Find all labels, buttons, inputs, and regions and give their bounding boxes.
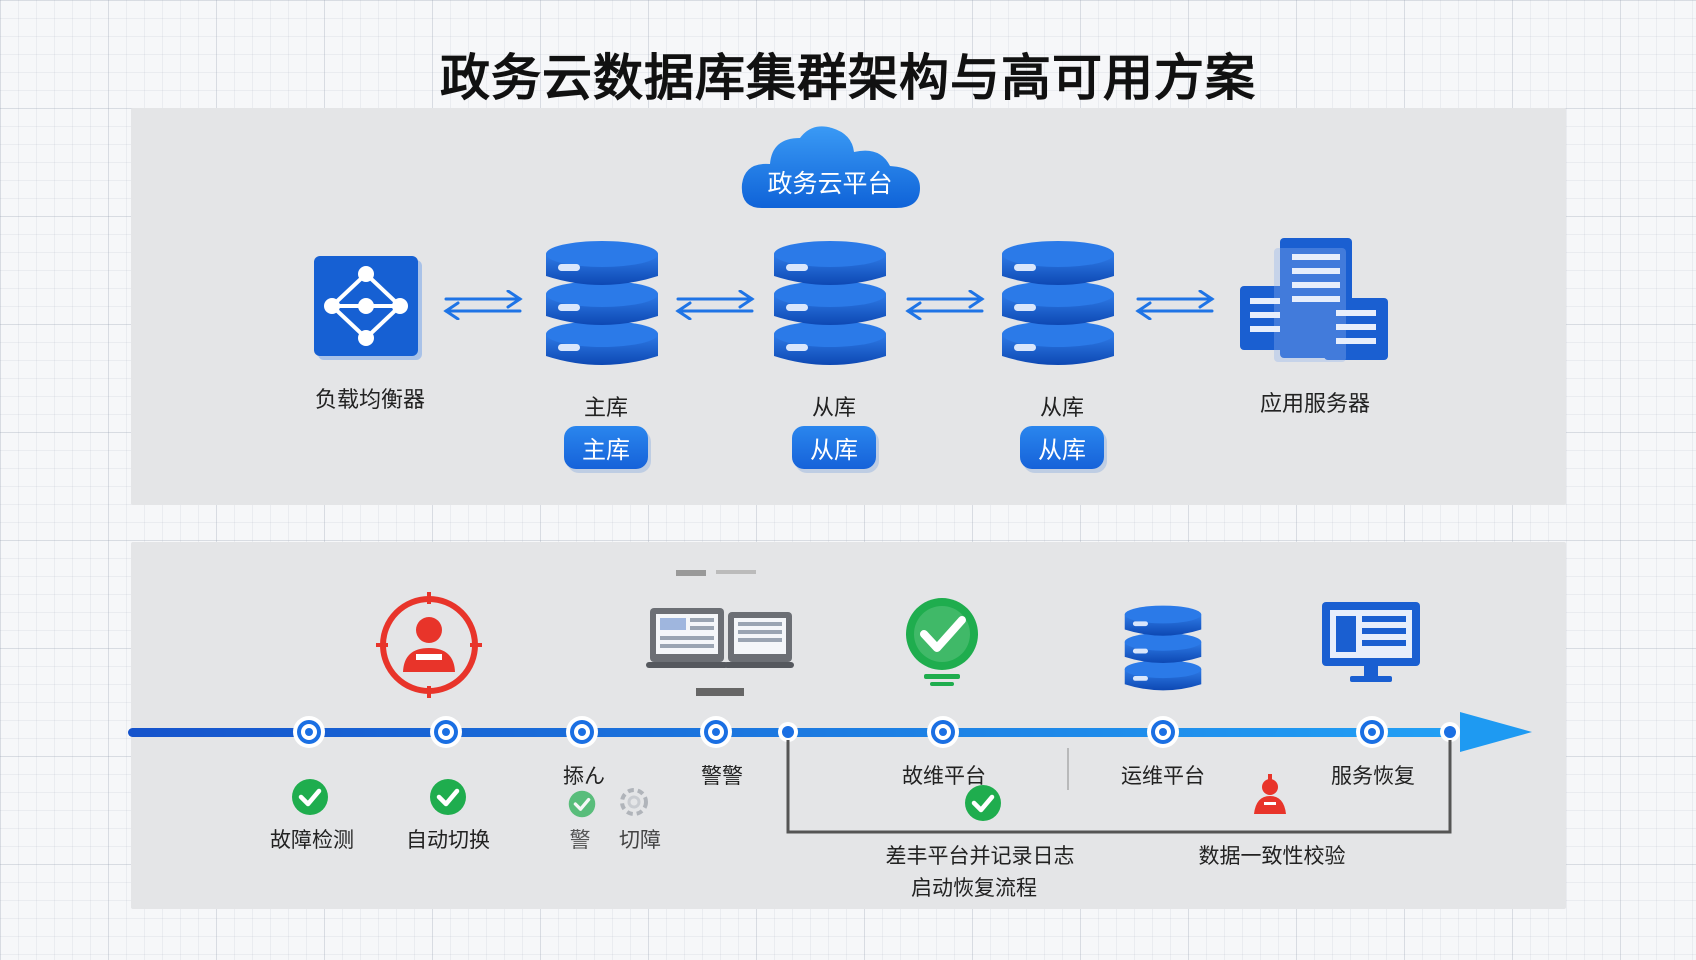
- server-icon: [1240, 238, 1388, 362]
- alert-icon: [1254, 774, 1286, 814]
- monitor-panels-icon: [646, 570, 794, 696]
- node-label-load-balancer: 负载均衡器: [314, 388, 426, 413]
- check-icon: [429, 778, 467, 816]
- bracket-note-2: 启动恢复流程: [911, 876, 1037, 900]
- step-label-6: 运维平台: [1121, 764, 1205, 788]
- timeline-node: [430, 716, 462, 748]
- page-title: 政务云数据库集群架构与高可用方案: [440, 49, 1256, 107]
- timeline-node: [566, 716, 598, 748]
- bidirectional-arrow-icon: [676, 290, 754, 320]
- check-icon: [291, 778, 329, 816]
- step-sublabel-3: 切障: [619, 828, 661, 852]
- right-note: 数据一致性校验: [1198, 844, 1346, 868]
- badge-replica-1: 从库: [792, 426, 876, 469]
- step-label-3: 掭ん: [563, 764, 605, 788]
- bidirectional-arrow-icon: [444, 290, 522, 320]
- database-icon: [998, 240, 1118, 366]
- bracket-note-1: 差丰平台并记录日志: [885, 844, 1075, 868]
- monitor-icon: [1322, 602, 1420, 682]
- check-icon: [964, 784, 1002, 822]
- step-sublabel-prefix: 警: [569, 828, 591, 852]
- node-label-replica-1: 从库: [811, 396, 857, 421]
- load-balancer-icon: [314, 256, 422, 360]
- node-label-replica-2: 从库: [1039, 396, 1085, 421]
- cloud-label: 政务云平台: [767, 169, 893, 198]
- node-label-primary: 主库: [583, 396, 629, 421]
- database-icon: [1122, 604, 1204, 692]
- step-label-7: 服务恢复: [1331, 764, 1415, 788]
- step-label-4: 警警: [701, 764, 743, 788]
- cloud-icon: [741, 126, 920, 208]
- database-icon: [542, 240, 662, 366]
- check-icon: [568, 790, 596, 818]
- badge-replica-2: 从库: [1020, 426, 1104, 469]
- success-check-icon: [906, 598, 978, 686]
- bidirectional-arrow-icon: [906, 290, 984, 320]
- timeline-node: [293, 716, 325, 748]
- node-label-app-server: 应用服务器: [1259, 392, 1371, 417]
- step-label-1: 故障检测: [270, 828, 354, 852]
- alarm-person-icon: [376, 592, 482, 698]
- step-label-5: 故维平台: [902, 764, 986, 788]
- timeline-node: [700, 716, 732, 748]
- gear-icon: [620, 788, 648, 816]
- bidirectional-arrow-icon: [1136, 290, 1214, 320]
- badge-primary: 主库: [564, 426, 648, 469]
- database-icon: [770, 240, 890, 366]
- step-label-2: 自动切换: [406, 828, 490, 852]
- recovery-bracket: [786, 740, 1452, 834]
